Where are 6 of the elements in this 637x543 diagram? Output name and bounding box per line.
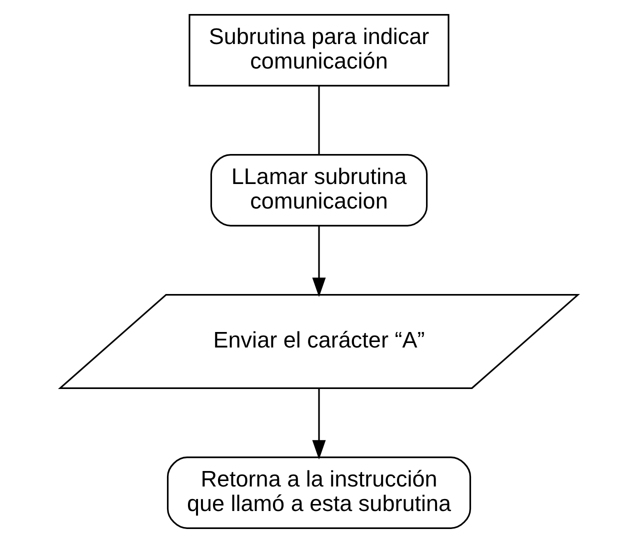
arrow <box>312 388 326 460</box>
node-box: LLamar subrutina comunicacion <box>210 154 428 226</box>
connector <box>318 86 320 155</box>
node-box: Retorna a la instrucción que llamó a esta subrutina <box>166 456 471 529</box>
arrow <box>312 226 326 297</box>
node-box: Subrutina para indicar comunicación <box>188 14 449 86</box>
